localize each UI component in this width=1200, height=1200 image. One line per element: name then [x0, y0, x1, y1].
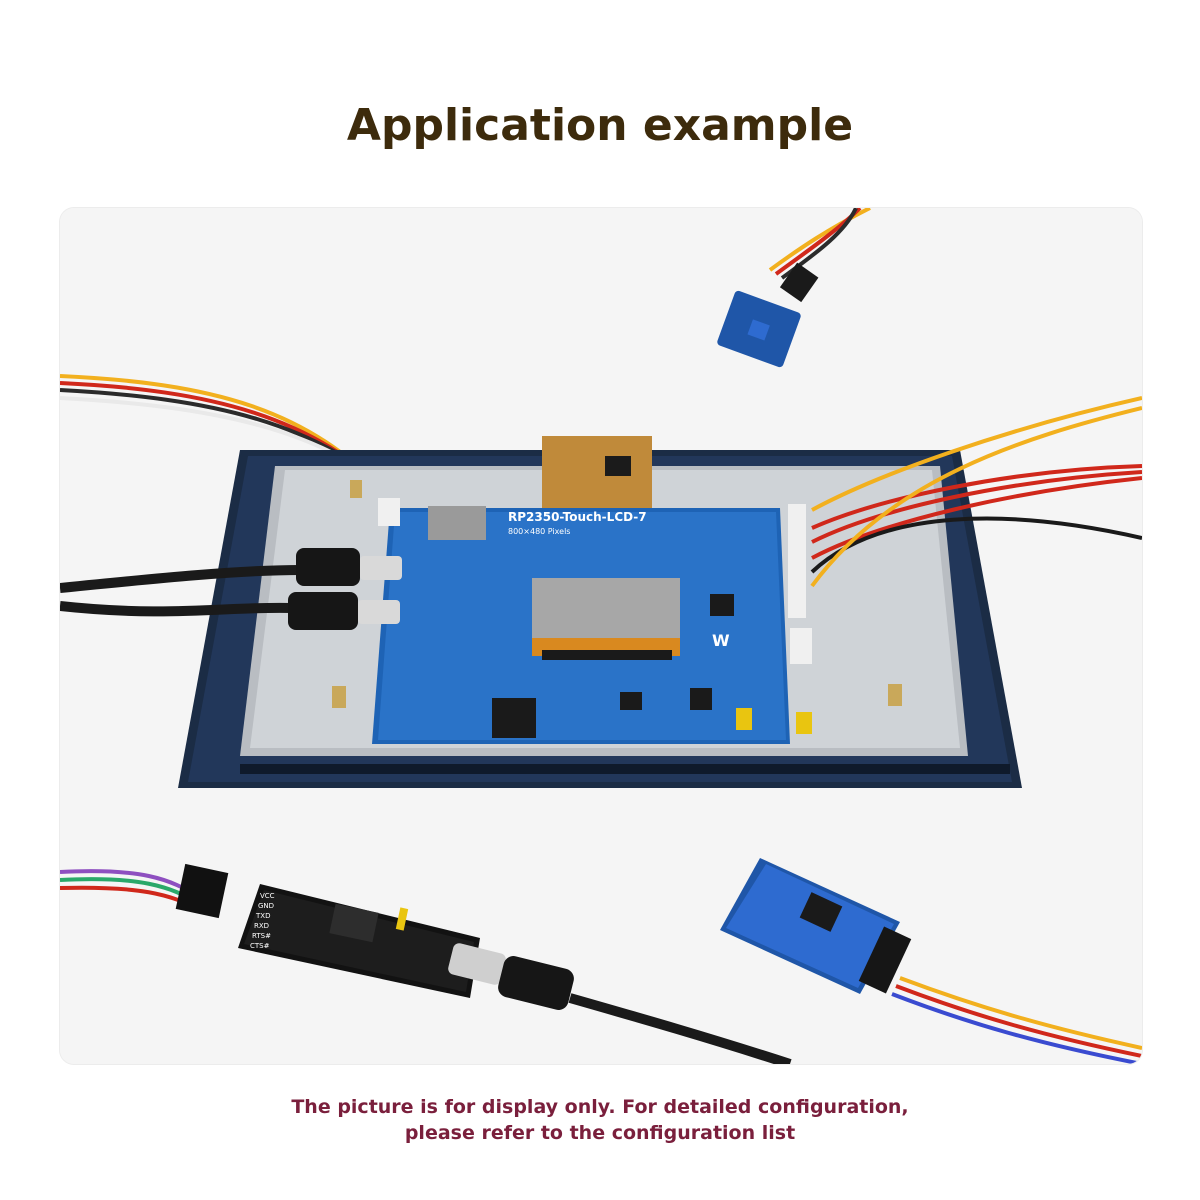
board-name-label: RP2350-Touch-LCD-7: [508, 510, 647, 524]
sensor-module-top: [717, 208, 871, 368]
waveshare-logo: W: [712, 631, 730, 650]
touch-flex-cable: [542, 436, 652, 516]
usb-c-cables: [60, 548, 402, 630]
board-resolution-label: 800×480 Pixels: [508, 527, 570, 536]
disclaimer-caption: The picture is for display only. For det…: [0, 1094, 1200, 1146]
sensor-module-bottom: [720, 858, 1142, 1064]
application-scene: RP2350-Touch-LCD-7 800×480 Pixels W: [60, 208, 1142, 1064]
page-title: Application example: [346, 100, 854, 151]
pin-label-txd: TXD: [255, 912, 270, 920]
rp2350-board: RP2350-Touch-LCD-7 800×480 Pixels W: [372, 498, 812, 744]
product-photo: RP2350-Touch-LCD-7 800×480 Pixels W: [60, 208, 1142, 1064]
pin-label-rxd: RXD: [254, 922, 269, 930]
pin-label-cts: CTS#: [250, 942, 270, 950]
pin-label-gnd: GND: [258, 902, 274, 910]
right-cable-bundle: [810, 396, 1142, 588]
pin-label-rts: RTS#: [252, 932, 271, 940]
usb-uart-module: VCC GND TXD RXD RTS# CTS#: [60, 863, 792, 1064]
pin-label-vcc: VCC: [260, 892, 275, 900]
disclaimer-line-2: please refer to the configuration list: [404, 1122, 796, 1144]
disclaimer-line-1: The picture is for display only. For det…: [291, 1096, 909, 1118]
